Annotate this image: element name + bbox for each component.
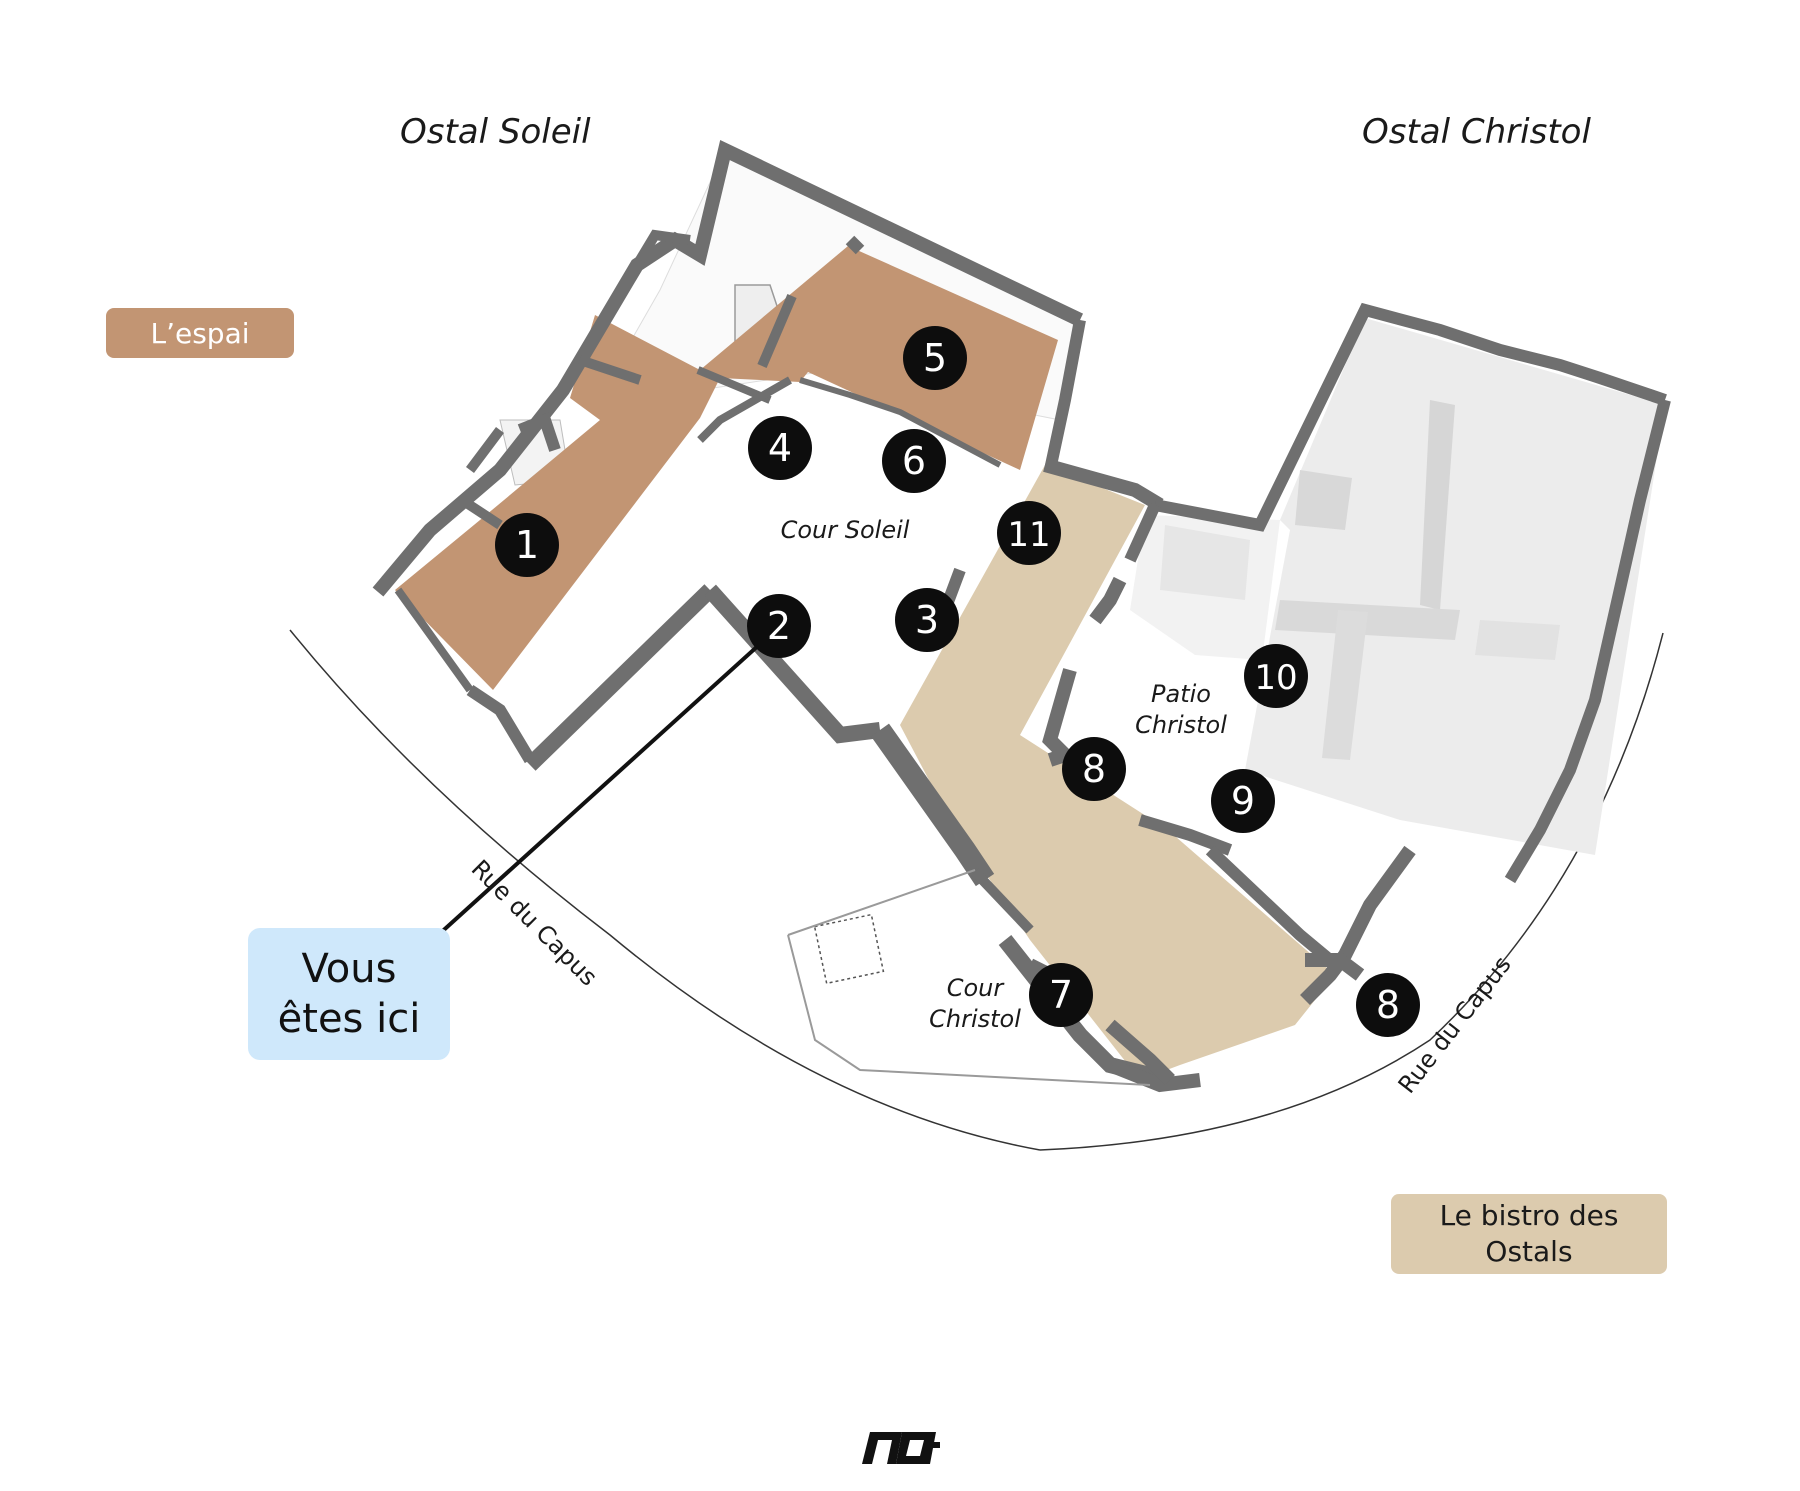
legend-bistro: Le bistro des Ostals: [1391, 1194, 1667, 1274]
marker-number: 3: [915, 598, 939, 642]
marker-circle: [748, 416, 812, 480]
marker-circle: [1211, 769, 1275, 833]
brand-logo-icon: [862, 1432, 940, 1464]
building-title-ostal-soleil: Ostal Soleil: [400, 112, 591, 152]
marker-number: 10: [1254, 658, 1297, 698]
marker-8: 8: [1062, 737, 1126, 801]
you-are-here-box: Vous êtes ici: [248, 928, 450, 1060]
building-title-ostal-christol: Ostal Christol: [1362, 112, 1591, 152]
area-label-patio-1: Patio: [1151, 680, 1211, 708]
marker-7: 7: [1029, 963, 1093, 1027]
you-are-here-pointer: [434, 633, 772, 939]
area-label-cour-christol-2: Christol: [929, 1005, 1021, 1033]
marker-1: 1: [495, 513, 559, 577]
marker-10: 10: [1244, 644, 1308, 708]
marker-circle: [895, 588, 959, 652]
you-are-here-line2: êtes ici: [277, 996, 421, 1042]
marker-number: 1: [515, 523, 539, 567]
marker-circle: [747, 594, 811, 658]
building-walls: [372, 139, 1671, 1093]
espai-area: [395, 246, 1058, 690]
marker-circle: [495, 513, 559, 577]
marker-number: 7: [1049, 973, 1073, 1017]
marker-circle: [1029, 963, 1093, 1027]
marker-number: 2: [767, 604, 791, 648]
marker-number: 9: [1231, 779, 1255, 823]
area-label-cour-christol-1: Cour: [947, 974, 1006, 1002]
street-curve-right: [1039, 632, 1664, 1151]
marker-3: 3: [895, 588, 959, 652]
legend-bistro-label: Le bistro des Ostals: [1439, 1199, 1619, 1268]
marker-11: 11: [997, 501, 1061, 565]
marker-circle: [1356, 973, 1420, 1037]
ostal-christol-rooms: [1130, 318, 1665, 855]
area-labels: Cour Soleil Patio Christol Cour Christol: [781, 516, 1228, 1033]
you-are-here-line1: Vous: [301, 946, 397, 992]
legend-espai: L’espai: [106, 308, 294, 358]
marker-number: 8: [1082, 747, 1106, 791]
marker-circle: [903, 326, 967, 390]
marker-5: 5: [903, 326, 967, 390]
area-label-cour-soleil: Cour Soleil: [781, 516, 910, 544]
marker-circle: [1062, 737, 1126, 801]
marker-8-b: 8: [1356, 973, 1420, 1037]
marker-4: 4: [748, 416, 812, 480]
marker-number: 8: [1376, 983, 1400, 1027]
marker-6: 6: [882, 429, 946, 493]
marker-2: 2: [747, 594, 811, 658]
marker-number: 5: [923, 336, 947, 380]
area-label-patio-2: Christol: [1135, 711, 1227, 739]
marker-9: 9: [1211, 769, 1275, 833]
legend-espai-label: L’espai: [150, 316, 250, 350]
marker-number: 11: [1007, 515, 1050, 555]
marker-number: 6: [902, 439, 926, 483]
marker-circle: [1244, 644, 1308, 708]
markers-group: 1 2 3 4 5 6 7 8 9 10 11 8: [495, 326, 1420, 1037]
street-curve-left: [289, 629, 1041, 1151]
marker-circle: [997, 501, 1061, 565]
marker-circle: [882, 429, 946, 493]
marker-number: 4: [768, 426, 792, 470]
bistro-area: [900, 465, 1335, 1080]
